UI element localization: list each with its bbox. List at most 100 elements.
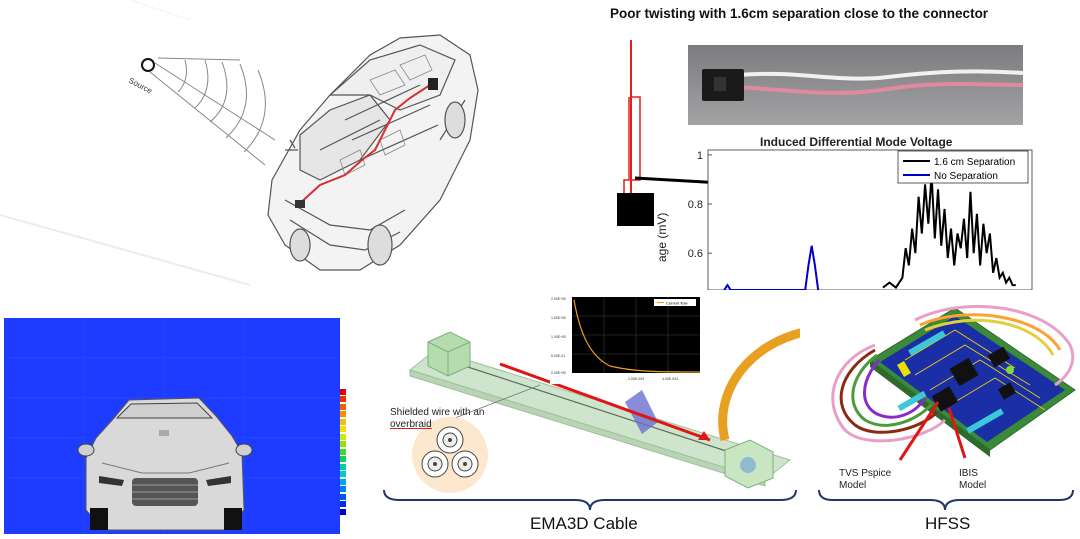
hfss-section-label: HFSS [925, 514, 971, 533]
sim-legend-swatch [340, 403, 346, 410]
hfss-panel: TVS Pspice Model IBIS Model [815, 290, 1080, 492]
wire-cross-section [421, 426, 479, 478]
sim-legend-value: 1.0000 [349, 448, 369, 456]
sim-legend-entry: 0.6250 [340, 471, 390, 479]
inset-legend: Current flow [666, 301, 688, 306]
sim-legend-entry: 1.0000 [340, 448, 390, 456]
sim-legend-value: 1.7500 [349, 403, 369, 411]
chart-legend-box [897, 150, 1029, 184]
sim-legend-value: 0.2500 [349, 493, 369, 501]
sim-legend-value: 0.8750 [349, 455, 369, 463]
inset-ytick-1: 1.50E+00 [551, 316, 566, 320]
chart-series-line-1 [723, 245, 820, 290]
harness-schematic [600, 35, 670, 235]
sim-legend-entry: 1.7500 [340, 403, 390, 411]
sim-legend-swatch [340, 501, 346, 508]
sim-legend-entry: 0.2500 [340, 493, 390, 501]
connector-box [428, 78, 438, 90]
sim-legend-swatch [340, 411, 346, 418]
tvs-model-label: TVS Pspice Model [839, 468, 891, 492]
ibis-label-line2: Model [959, 480, 987, 491]
sim-legend-value: 1.5000 [349, 418, 369, 426]
tvs-label-line2: Model [839, 480, 867, 491]
transfer-arrow [718, 324, 851, 442]
induced-voltage-chart: 0.6 0.8 1 1.6 cm Separation No Separation [660, 148, 1040, 290]
sim-legend-swatch [340, 448, 346, 455]
cable-harness-path [297, 84, 431, 206]
sim-legend-value: 1.2500 [349, 433, 369, 441]
sim-legend-swatch [340, 486, 346, 493]
sim-legend-entry: 1.2500 [340, 433, 390, 441]
ema3d-section-label: EMA3D Cable [530, 514, 638, 533]
inset-ytick-0: 2.00E+00 [551, 297, 566, 301]
sim-legend-entry: 0.7500 [340, 463, 390, 471]
sim-legend-swatch [340, 463, 346, 470]
sim-legend-value: 0.6250 [349, 470, 369, 478]
ema3d-panel: Shielded wire with an overbraid Current … [380, 290, 865, 536]
source-label: Source [127, 76, 154, 96]
sim-legend-value: 1.1250 [349, 440, 369, 448]
sim-legend-swatch [340, 471, 346, 478]
chart-ytick-label: 0.8 [688, 199, 703, 211]
inset-xtick-0: 2.00E-004 [628, 377, 644, 381]
sim-legend-swatch [340, 508, 346, 515]
sim-legend-entry: 1.6250 [340, 411, 390, 419]
sim-legend-swatch [340, 388, 346, 395]
ema3d-brace [383, 489, 797, 511]
sim-legend-entry: 0.3750 [340, 486, 390, 494]
ibis-model-label: IBIS Model [959, 468, 986, 492]
pcb-model-illustration [831, 304, 1076, 461]
sim-legend-swatch [340, 426, 346, 433]
chart-series-line-0 [882, 174, 1016, 289]
inset-xtick-1: 4.00E-004 [662, 377, 678, 381]
sim-legend-entry: 1.1250 [340, 441, 390, 449]
cable-model-illustration [408, 320, 865, 493]
cable-photo [688, 45, 1024, 125]
inset-ytick-3: 5.00E-01 [551, 354, 565, 358]
current-inset-plot: Current flow 2.00E+00 1.50E+00 1.00E+00 … [550, 294, 702, 384]
tvs-label-line1: TVS Pspice [839, 468, 892, 479]
sim-legend-swatch [340, 418, 346, 425]
car-wireframe-illustration: Source [0, 0, 479, 286]
sim-legend-value: 0.5000 [349, 478, 369, 486]
connector-block [617, 193, 654, 226]
hfss-brace [818, 489, 1074, 511]
source-wave-icon [141, 57, 276, 166]
sim-legend-swatch [340, 441, 346, 448]
sim-legend-entry: 0.1250 [340, 501, 390, 509]
sim-legend-entry: 1.3750 [340, 426, 390, 434]
wire-label: Shielded wire with an overbraid [390, 407, 485, 431]
ibis-label-line1: IBIS [959, 468, 978, 479]
sim-legend-entry: 1.5000 [340, 418, 390, 426]
sim-legend-value: 0.7500 [349, 463, 369, 471]
sim-legend-value: 1.3750 [349, 425, 369, 433]
sim-legend-swatch [340, 396, 346, 403]
chart-ytick-label: 0.6 [688, 248, 703, 260]
sim-legend-entry: 0.8750 [340, 456, 390, 464]
sim-legend-swatch [340, 478, 346, 485]
top-right-title: Poor twisting with 1.6cm separation clos… [610, 6, 989, 21]
sim-legend-value: 0.1250 [349, 500, 369, 508]
inset-ytick-4: 0.00E+00 [551, 371, 566, 375]
inset-ytick-2: 1.00E+00 [551, 335, 566, 339]
wire-label-underlined: overbraid [390, 419, 432, 430]
chart-ytick-label: 1 [697, 150, 703, 162]
sim-legend-entry: 0.5000 [340, 478, 390, 486]
sim-legend-swatch [340, 493, 346, 500]
car-front-mesh [4, 318, 340, 534]
sim-legend-entry: 0.0000 [340, 508, 390, 516]
sim-legend-header: x1E-1 [349, 379, 362, 391]
sim-legend-value: 1.6250 [349, 410, 369, 418]
sim-legend-swatch [340, 456, 346, 463]
chart-ylabel: age (mV) [655, 212, 669, 262]
chart-legend-label: 1.6 cm Separation [934, 157, 1015, 168]
car-wireframe-panel: Source [0, 0, 560, 290]
sim-legend-value: 2.0000 [349, 388, 369, 396]
wire-label-prefix: Shielded wire with an [390, 407, 485, 418]
sim-legend-value: 0.0000 [349, 508, 369, 516]
sim-legend-entry: 1.8750 [340, 396, 390, 404]
chart-legend-label: No Separation [934, 171, 998, 182]
chart-title: Induced Differential Mode Voltage [760, 135, 953, 149]
